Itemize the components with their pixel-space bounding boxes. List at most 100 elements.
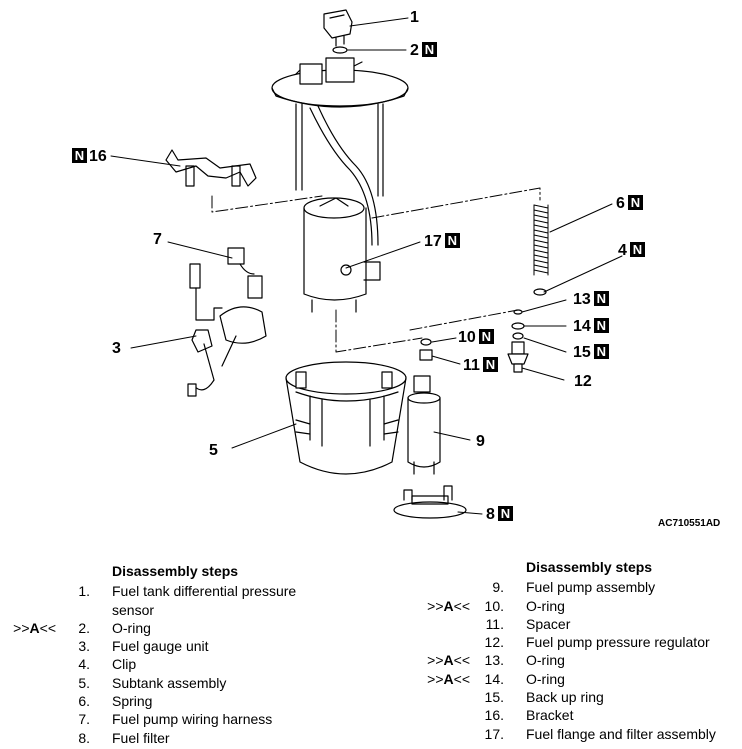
step-number: 5.	[78, 674, 90, 691]
step-label: Fuel pump assembly	[526, 579, 656, 596]
step-number: 7.	[78, 711, 90, 728]
callout-12: 12	[574, 373, 592, 391]
callout-number: 4	[618, 242, 627, 259]
step-label: O-ring	[526, 652, 565, 669]
callout-number: 5	[209, 442, 218, 459]
callout-number: 17	[424, 233, 442, 250]
callout-1: 1	[410, 9, 419, 27]
new-part-badge: N	[627, 195, 643, 210]
step-item: >>A<< 2. O-ring	[0, 619, 380, 637]
callout-number: 10	[458, 329, 476, 346]
callout-3: 3	[112, 340, 121, 358]
pressure-sensor-part	[323, 9, 353, 47]
new-part-badge: N	[482, 357, 498, 372]
step-item: 12. Fuel pump pressure regulator	[380, 633, 742, 651]
o-ring-13-part	[513, 309, 523, 315]
step-item: >>A<< 13. O-ring	[380, 651, 742, 669]
step-label: Fuel pump pressure regulator	[526, 634, 710, 651]
step-number: 3.	[78, 638, 90, 655]
new-part-badge: N	[421, 42, 437, 57]
figure-code: AC710551AD	[658, 518, 721, 529]
callout-number: 14	[573, 318, 591, 335]
step-number: 9.	[492, 579, 504, 596]
new-part-badge: N	[444, 233, 460, 248]
o-ring-14-part	[511, 322, 525, 330]
step-number: 15.	[484, 689, 504, 706]
step-item: 8.Fuel filter	[0, 729, 380, 747]
step-label: Spacer	[526, 615, 571, 632]
procedure-ref-mark: >>A<<	[427, 597, 470, 614]
exploded-view-diagram	[110, 9, 623, 519]
step-label: Fuel flange and filter assembly	[526, 725, 716, 742]
filter-assembly-part	[303, 197, 381, 313]
step-number: 2.	[78, 619, 90, 636]
step-number: 12.	[484, 634, 504, 651]
spring-part	[533, 204, 549, 276]
bracket-part	[165, 149, 257, 187]
step-item: 7. Fuel pump wiring harness	[0, 710, 380, 728]
fuel-pump-part	[407, 375, 441, 475]
callout-number: 3	[112, 340, 121, 357]
backup-ring-part	[512, 332, 524, 340]
step-item: 4.Clip	[0, 655, 380, 673]
callout-7: 7	[153, 231, 162, 249]
disassembly-steps-right: Disassembly steps 9.Fuel pump assembly>>…	[380, 558, 742, 743]
procedure-ref-mark: >>A<<	[13, 619, 56, 636]
step-number: 10.	[484, 597, 504, 614]
step-item: 3. Fuel gauge unit	[0, 637, 380, 655]
new-part-badge: N	[497, 506, 513, 521]
new-part-badge: N	[593, 344, 609, 359]
procedure-ref-mark: >>A<<	[427, 670, 470, 687]
step-item: 9. Fuel pump assembly	[380, 578, 742, 596]
wiring-harness-part	[227, 247, 263, 299]
callout-number: 2	[410, 42, 419, 59]
procedure-ref-mark: >>A<<	[427, 652, 470, 669]
step-label: Spring	[112, 693, 153, 710]
step-label: Fuel gauge unit	[112, 638, 209, 655]
step-label: Clip	[112, 656, 137, 673]
callout-number: 12	[574, 373, 592, 390]
fuel-filter-part	[393, 485, 467, 519]
new-part-badge: N	[629, 242, 645, 257]
step-item: 11. Spacer	[380, 615, 742, 633]
step-label: O-ring	[526, 670, 565, 687]
step-item: 6.Spring	[0, 692, 380, 710]
step-label: Subtank assembly	[112, 674, 227, 691]
spacer-part	[419, 349, 433, 361]
step-label: Fuel pump wiring harness	[112, 711, 273, 728]
step-item: 17.Fuel flange and filter assembly	[380, 725, 742, 743]
step-number: 14.	[484, 670, 504, 687]
callout-number: 13	[573, 291, 591, 308]
new-part-badge: N	[593, 318, 609, 333]
callout-number: 9	[476, 433, 485, 450]
callout-number: 7	[153, 231, 162, 248]
step-label: O-ring	[112, 619, 151, 636]
step-label: Fuel filter	[112, 729, 170, 746]
callout-9: 9	[476, 433, 485, 451]
disassembly-steps-left: Disassembly steps 1.Fuel tank differenti…	[0, 562, 380, 747]
step-item: >>A<<10.O-ring	[380, 597, 742, 615]
step-number: 11.	[485, 615, 504, 632]
step-number: 1.	[78, 583, 90, 600]
new-part-badge: N	[478, 329, 494, 344]
callout-number: 15	[573, 344, 591, 361]
step-item: 16.Bracket	[380, 706, 742, 724]
step-item: 15.Back up ring	[380, 688, 742, 706]
callout-number: 11	[463, 357, 480, 374]
step-item: >>A<< 14. O-ring	[380, 670, 742, 688]
clip-part	[533, 288, 547, 296]
step-number: 13.	[484, 652, 504, 669]
callout-5: 5	[209, 442, 218, 460]
